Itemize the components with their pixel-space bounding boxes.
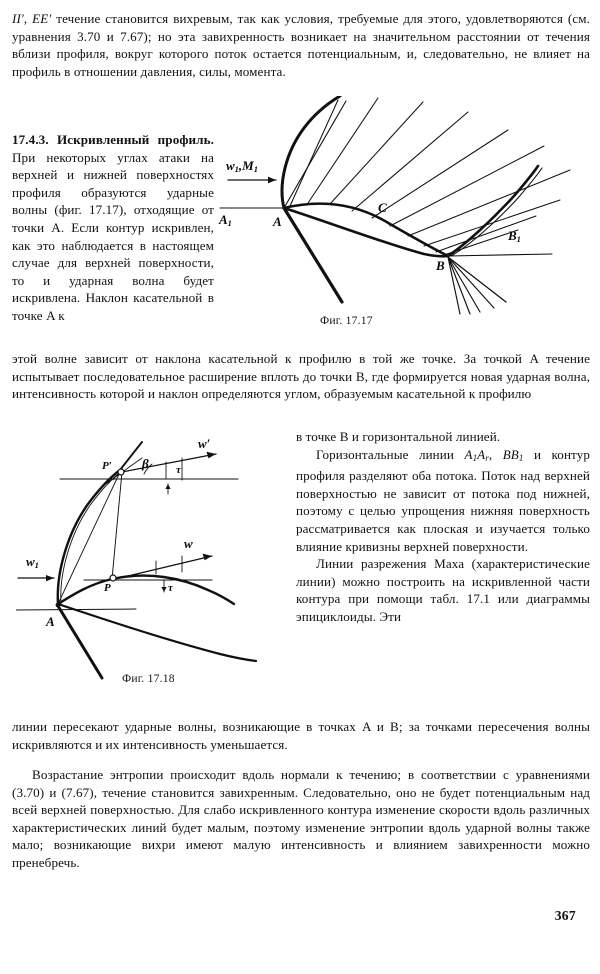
profile-contour-lower	[56, 602, 258, 663]
trailing-line-3	[447, 256, 481, 313]
shock-wave-extension	[119, 441, 143, 471]
characteristic-line-a-to-p-prime	[57, 471, 121, 605]
figure-17-18-drawing	[16, 441, 258, 680]
label-velocity-w: w	[184, 536, 193, 551]
label-point-p-prime: P′	[102, 460, 112, 472]
right-column-text-b: Горизонтальные линии A1Ar, BB1 и контур …	[296, 446, 590, 554]
paragraph-bottom-2-text: Возрастание энтропии происходит вдоль но…	[12, 767, 590, 870]
angle-arc-beta	[143, 463, 153, 475]
figure-17-18-caption: Фиг. 17.18	[122, 672, 175, 685]
label-point-a: A	[273, 214, 282, 229]
mach-line-6	[389, 145, 545, 227]
characteristic-line-p-to-p-prime	[111, 471, 123, 580]
inline-math-ii-ee: II′, EE′	[12, 11, 52, 26]
trailing-line-1	[447, 256, 461, 315]
velocity-vector-w	[127, 555, 213, 577]
marker-point-p-prime	[117, 468, 125, 476]
mach-line-2	[307, 97, 379, 204]
tau-arrow-upper	[165, 484, 171, 489]
label-point-p: P	[104, 582, 111, 594]
figure-17-17-drawing	[219, 96, 571, 315]
shock-wave-from-a-upper	[280, 96, 342, 210]
profile-upper-surface	[282, 202, 450, 258]
mach-line-7	[407, 169, 571, 237]
label-a1: A1	[219, 212, 232, 229]
marker-point-a	[55, 602, 61, 608]
label-inflow-w1: w1	[26, 554, 39, 571]
arrow-head-w-prime	[206, 451, 216, 459]
shock-tangent-a	[283, 100, 347, 209]
label-velocity-w-prime: w′	[198, 436, 211, 451]
paragraph-bottom-1: линии пересекают ударные волны, возникаю…	[12, 719, 590, 752]
paragraph-top-text: течение становится вихревым, так как усл…	[12, 11, 591, 79]
velocity-vector-w-prime	[121, 453, 217, 473]
paragraph-left-column: 17.4.3. Искривленный профиль. При некото…	[12, 131, 214, 325]
paragraph-right-column: в точке B и горизонтальной линией. Гориз…	[296, 428, 590, 626]
shock-wave-from-b-upper	[446, 164, 540, 258]
label-angle-tau-lower: τ	[168, 582, 173, 594]
trailing-line-2	[447, 256, 471, 315]
label-angle-beta: β	[142, 456, 149, 471]
marker-point-p	[109, 574, 117, 582]
trailing-line-5	[447, 256, 507, 303]
shock-wave-from-b-upper-outline	[450, 167, 543, 257]
shock-wave-from-a-lower	[282, 206, 344, 304]
mach-line-1	[289, 99, 339, 207]
paragraph-middle: этой волне зависит от наклона касательно…	[12, 351, 590, 402]
paragraph-top: II′, EE′ течение становится вихревым, та…	[12, 10, 590, 80]
tau-arrow-lower	[161, 587, 167, 592]
mach-line-5	[371, 129, 509, 219]
mach-line-9	[435, 215, 537, 253]
shock-wave-curve	[56, 468, 122, 606]
section-number: 17.4.3.	[12, 132, 49, 147]
trailing-line-4	[447, 256, 495, 309]
figure-17-18: P′ β τ w′ w1 P w τ A	[16, 432, 302, 694]
arrow-head-w	[202, 553, 212, 561]
inflow-arrow-head	[268, 176, 276, 184]
mach-line-3	[329, 101, 424, 205]
line-b-b1	[447, 253, 553, 257]
label-point-a-1718: A	[46, 614, 55, 629]
inflow-arrow-head-1718	[46, 575, 54, 582]
right-column-text-c: Линии разрежения Маха (характеристически…	[296, 556, 590, 624]
left-column-text: При некоторых углах атаки на верхней и н…	[12, 149, 214, 323]
page-number: 367	[554, 908, 576, 923]
label-point-b: B	[436, 258, 445, 273]
right-column-text-a: в точке B и горизонтальной линией.	[296, 429, 501, 444]
profile-contour-upper	[56, 574, 236, 606]
figure-17-17-caption: Фиг. 17.17	[320, 314, 373, 327]
figure-17-17: w1,M1 A1 A C B B1	[218, 96, 594, 334]
shock-wave-lower-from-a	[56, 604, 104, 680]
profile-lower-surface	[282, 206, 450, 258]
mach-line-4	[351, 111, 469, 212]
mach-line-8	[423, 199, 561, 247]
label-b1: B1	[508, 228, 521, 245]
section-title: Искривленный профиль.	[56, 132, 214, 147]
label-angle-tau-upper: τ	[176, 464, 181, 476]
label-point-c: C	[378, 200, 387, 215]
paragraph-bottom-2: Возрастание энтропии происходит вдоль но…	[12, 766, 590, 872]
label-inflow-w1-m1: w1,M1	[226, 158, 258, 175]
